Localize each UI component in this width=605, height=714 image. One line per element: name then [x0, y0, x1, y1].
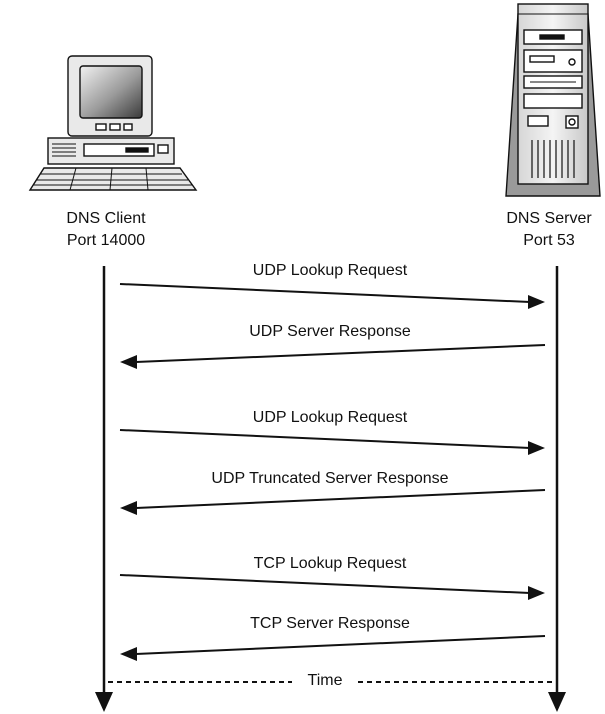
- client-name: DNS Client: [66, 210, 146, 227]
- message-arrow-6: [120, 635, 546, 661]
- server-port: Port 53: [523, 232, 575, 249]
- message-label-5: TCP Lookup Request: [253, 555, 407, 572]
- message-arrow-4: [120, 489, 546, 515]
- message-arrow-5: [119, 574, 545, 600]
- message-label-3: UDP Lookup Request: [252, 409, 408, 426]
- message-label-2: UDP Server Response: [249, 323, 411, 340]
- client-lifeline-arrowhead: [95, 692, 113, 712]
- server-name: DNS Server: [506, 210, 592, 227]
- message-arrow-1: [119, 283, 545, 309]
- server-label: DNS Server Port 53: [493, 208, 605, 252]
- client-port: Port 14000: [66, 232, 146, 249]
- server-tower-icon: [505, 3, 601, 197]
- message-label-4: UDP Truncated Server Response: [211, 470, 449, 487]
- client-label: DNS Client Port 14000: [50, 208, 162, 252]
- message-arrow-3: [119, 429, 545, 455]
- time-label: Time: [307, 672, 343, 689]
- message-label-1: UDP Lookup Request: [252, 262, 408, 279]
- server-lifeline-arrowhead: [548, 692, 566, 712]
- client-computer-icon: [28, 55, 198, 191]
- message-arrow-2: [120, 344, 546, 369]
- message-label-6: TCP Server Response: [250, 615, 410, 632]
